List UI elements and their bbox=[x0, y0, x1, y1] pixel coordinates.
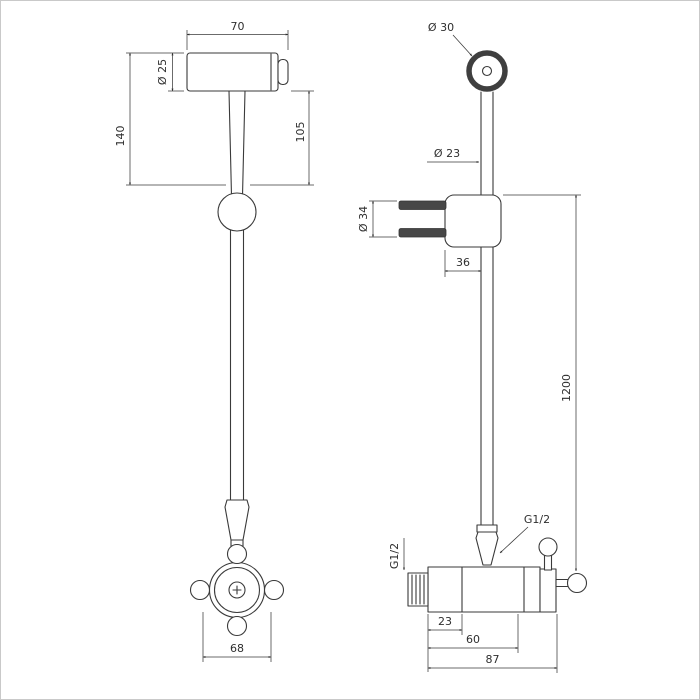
label-outlet-thread: G1/2 bbox=[524, 513, 550, 526]
dim-hose-length: 1200 bbox=[560, 374, 573, 402]
dimension-overall-depth: 87 bbox=[427, 614, 558, 673]
handle-ball-left bbox=[189, 579, 211, 601]
wall-bracket bbox=[444, 194, 502, 248]
dimension-handle-width: 68 bbox=[202, 612, 272, 662]
dim-handle-width: 68 bbox=[230, 642, 244, 655]
inlet-nipple bbox=[407, 572, 429, 607]
shower-neck bbox=[228, 90, 246, 197]
spray-knob bbox=[466, 50, 508, 92]
view-valve-front: 68 bbox=[189, 499, 285, 662]
shower-hose-side bbox=[480, 246, 494, 532]
dim-body-depth: 60 bbox=[466, 633, 480, 646]
dim-head-width: 70 bbox=[231, 20, 245, 33]
dimension-head-width: 70 bbox=[186, 20, 289, 50]
handle-ball-top bbox=[226, 543, 248, 565]
view-valve-side: G1/2 G1/2 23 60 87 bbox=[388, 513, 588, 673]
head-end-cap bbox=[277, 58, 289, 86]
handle-stem-top bbox=[543, 554, 553, 571]
hose-nut bbox=[476, 524, 498, 533]
valve-body bbox=[427, 566, 541, 613]
label-outlet-thread-group: G1/2 bbox=[499, 513, 550, 554]
shower-head-body bbox=[186, 52, 279, 92]
cross-handle-front bbox=[189, 543, 285, 637]
cross-handle-side bbox=[538, 537, 588, 613]
shower-hose-front bbox=[229, 227, 245, 501]
dimension-bracket-diameter: Ø 34 bbox=[357, 200, 397, 238]
dim-head-diameter: Ø 25 bbox=[156, 59, 169, 85]
handle-ball-right bbox=[263, 579, 285, 601]
view-handshower-front: 70 Ø 25 105 140 bbox=[114, 20, 314, 501]
dimension-head-height: 105 bbox=[250, 90, 314, 186]
mounting-pins bbox=[398, 200, 447, 238]
dim-knob-diameter: Ø 30 bbox=[428, 21, 454, 34]
dimension-inlet-length: 23 bbox=[427, 614, 463, 672]
handle-ball-right-side bbox=[566, 572, 588, 594]
dim-inlet-length: 23 bbox=[438, 615, 452, 628]
dim-overall-depth: 87 bbox=[486, 653, 500, 666]
handle-stem-right bbox=[555, 578, 569, 588]
dim-bracket-diameter: Ø 34 bbox=[357, 206, 370, 232]
handle-bonnet bbox=[539, 568, 557, 613]
dim-tube-diameter: Ø 23 bbox=[434, 147, 460, 160]
dimension-head-diameter: Ø 25 bbox=[156, 52, 184, 92]
dimension-overall-height: 140 bbox=[114, 52, 226, 186]
dim-overall-height: 140 bbox=[114, 126, 127, 147]
ball-joint bbox=[217, 192, 257, 232]
hose-cone-side bbox=[475, 531, 499, 566]
handle-ball-bottom bbox=[226, 615, 248, 637]
label-inlet-thread-group: G1/2 bbox=[388, 538, 406, 571]
dimension-bracket-depth: 36 bbox=[444, 250, 482, 277]
dimension-hose-length: 1200 bbox=[503, 194, 581, 572]
view-handshower-side: Ø 30 Ø 23 Ø 34 36 1200 bbox=[357, 21, 581, 572]
dimension-tube-diameter: Ø 23 bbox=[427, 147, 480, 164]
dimension-body-depth: 60 bbox=[427, 614, 519, 653]
dimension-knob-diameter: Ø 30 bbox=[428, 21, 473, 57]
valve-escutcheon-inner bbox=[213, 566, 261, 614]
dim-head-height: 105 bbox=[294, 122, 307, 143]
handle-ball-top-side bbox=[538, 537, 558, 557]
dim-bracket-depth: 36 bbox=[456, 256, 470, 269]
shower-handle-side bbox=[480, 91, 494, 197]
label-inlet-thread: G1/2 bbox=[388, 543, 401, 569]
